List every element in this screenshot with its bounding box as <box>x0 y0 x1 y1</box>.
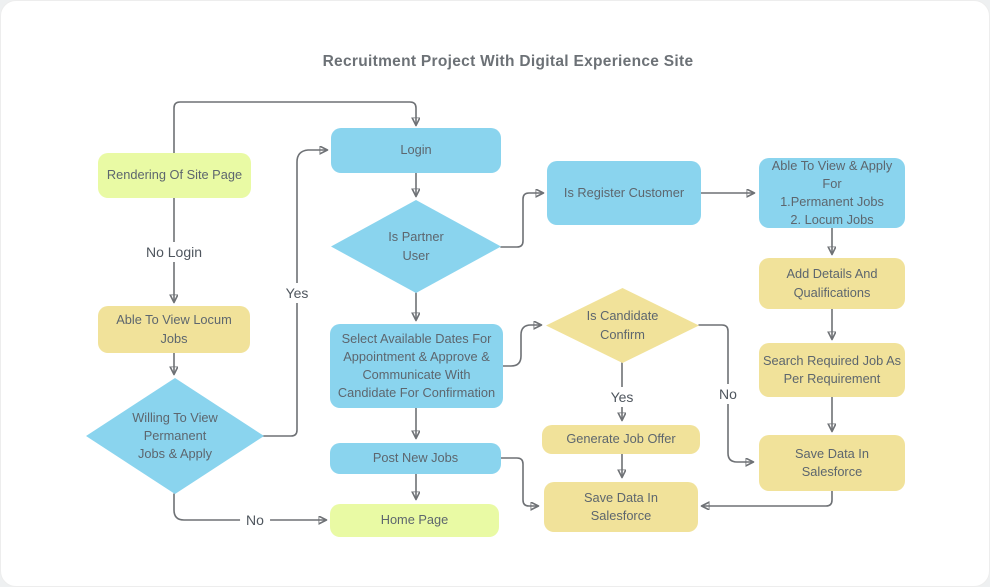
node-save-data-in-salesforce-right: Save Data In Salesforce <box>759 435 905 491</box>
edge-willing-no-to-home-page <box>173 493 325 520</box>
edge-label-yes-left: Yes <box>279 283 315 303</box>
edge-select-dates-to-candidate-diamond <box>502 325 540 367</box>
node-home-page: Home Page <box>330 504 499 537</box>
node-login: Login <box>331 128 501 173</box>
edge-partner-to-register-customer <box>500 193 542 248</box>
node-able-to-view-locum-jobs: Able To View Locum Jobs <box>98 306 250 353</box>
edge-label-yes-center: Yes <box>604 387 640 407</box>
diagram-title: Recruitment Project With Digital Experie… <box>322 53 694 70</box>
node-save-data-in-salesforce-center: Save Data In Salesforce <box>544 482 698 532</box>
node-search-required-job: Search Required Job As Per Requirement <box>759 343 905 397</box>
node-select-available-dates: Select Available Dates For Appointment &… <box>330 324 503 408</box>
node-post-new-jobs: Post New Jobs <box>330 443 501 474</box>
node-rendering-of-site-page: Rendering Of Site Page <box>98 153 251 198</box>
node-is-register-customer: Is Register Customer <box>547 161 701 225</box>
edge-label-no-login: No Login <box>139 242 209 262</box>
edge-save-right-to-save-center <box>703 490 833 506</box>
node-able-to-view-and-apply: Able To View & Apply For 1.Permanent Job… <box>759 158 905 228</box>
edge-label-no-bottom-left: No <box>240 510 270 530</box>
edge-post-new-jobs-to-save-center <box>500 457 537 506</box>
node-generate-job-offer: Generate Job Offer <box>542 425 700 454</box>
edge-rendering-to-login <box>173 101 416 154</box>
edge-label-no-right: No <box>713 384 743 404</box>
node-add-details-and-qualifications: Add Details And Qualifications <box>759 258 905 309</box>
